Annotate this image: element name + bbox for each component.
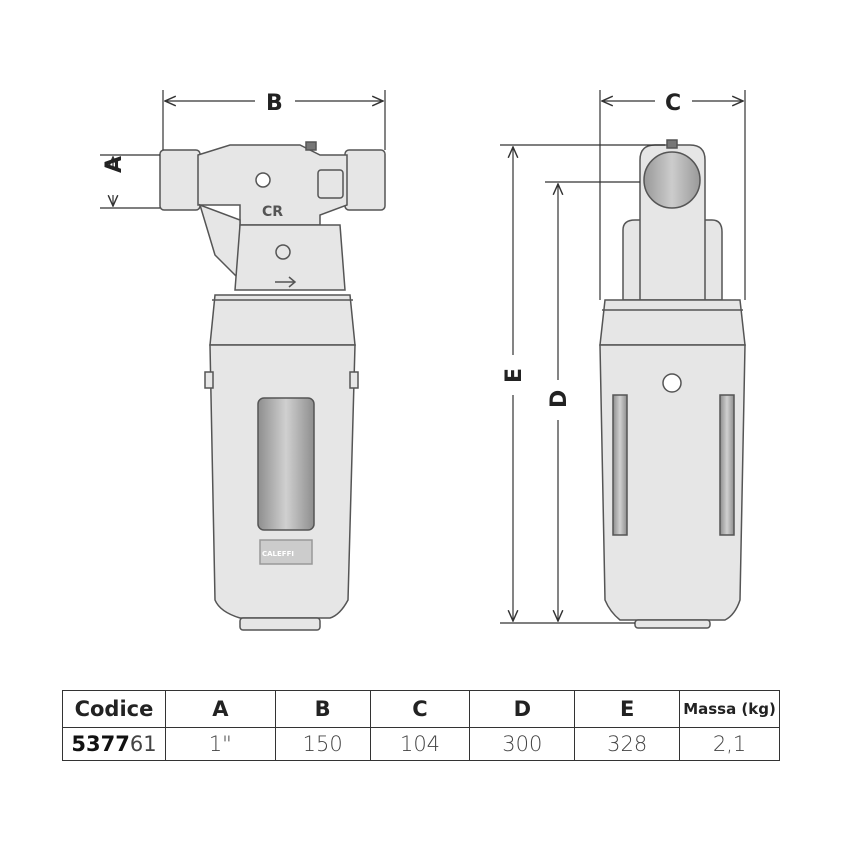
header-d: D	[469, 690, 576, 728]
cell-mass: 2,1	[679, 727, 780, 761]
cell-e: 328	[574, 727, 681, 761]
cell-a: 1"	[164, 727, 276, 761]
header-a: A	[164, 690, 276, 728]
ring-nut	[209, 294, 356, 346]
cell-b: 150	[274, 727, 371, 761]
product-label	[259, 539, 313, 565]
header-c: C	[369, 690, 471, 728]
table-row: 537761 1" 150 104 300 328 2,1	[62, 727, 780, 761]
header-codice: Codice	[62, 690, 166, 728]
header-mass: Massa (kg)	[679, 690, 780, 728]
cell-c: 104	[369, 727, 471, 761]
dim-label-d: D	[547, 390, 572, 408]
cap-body	[234, 224, 346, 291]
side-bowl	[599, 344, 746, 621]
table-header-row: Codice A B C D E Massa (kg)	[62, 690, 780, 728]
side-view	[599, 139, 746, 629]
inlet-fitting	[159, 149, 201, 211]
pipe-opening	[643, 151, 701, 209]
code-bold: 5377	[71, 732, 130, 756]
header-e: E	[574, 690, 681, 728]
sight-glass	[257, 397, 315, 531]
dim-label-b: B	[266, 91, 283, 116]
head-body	[197, 144, 348, 226]
dim-label-c: C	[665, 91, 681, 116]
outlet-fitting	[344, 149, 386, 211]
front-view	[159, 141, 386, 631]
dim-label-a: A	[102, 156, 127, 173]
dimension-lines	[100, 90, 746, 624]
logo-mark: CR	[262, 204, 283, 220]
dimensions-table: Codice A B C D E Massa (kg) 537761 1" 15…	[62, 690, 780, 761]
cell-d: 300	[469, 727, 576, 761]
dim-label-e: E	[502, 368, 527, 383]
code-suffix: 61	[129, 732, 157, 756]
label-brand: CALEFFI	[262, 550, 294, 558]
technical-drawing: CR CALEFFI B A C E D	[100, 90, 746, 631]
cell-code: 537761	[62, 727, 166, 761]
header-b: B	[274, 690, 371, 728]
